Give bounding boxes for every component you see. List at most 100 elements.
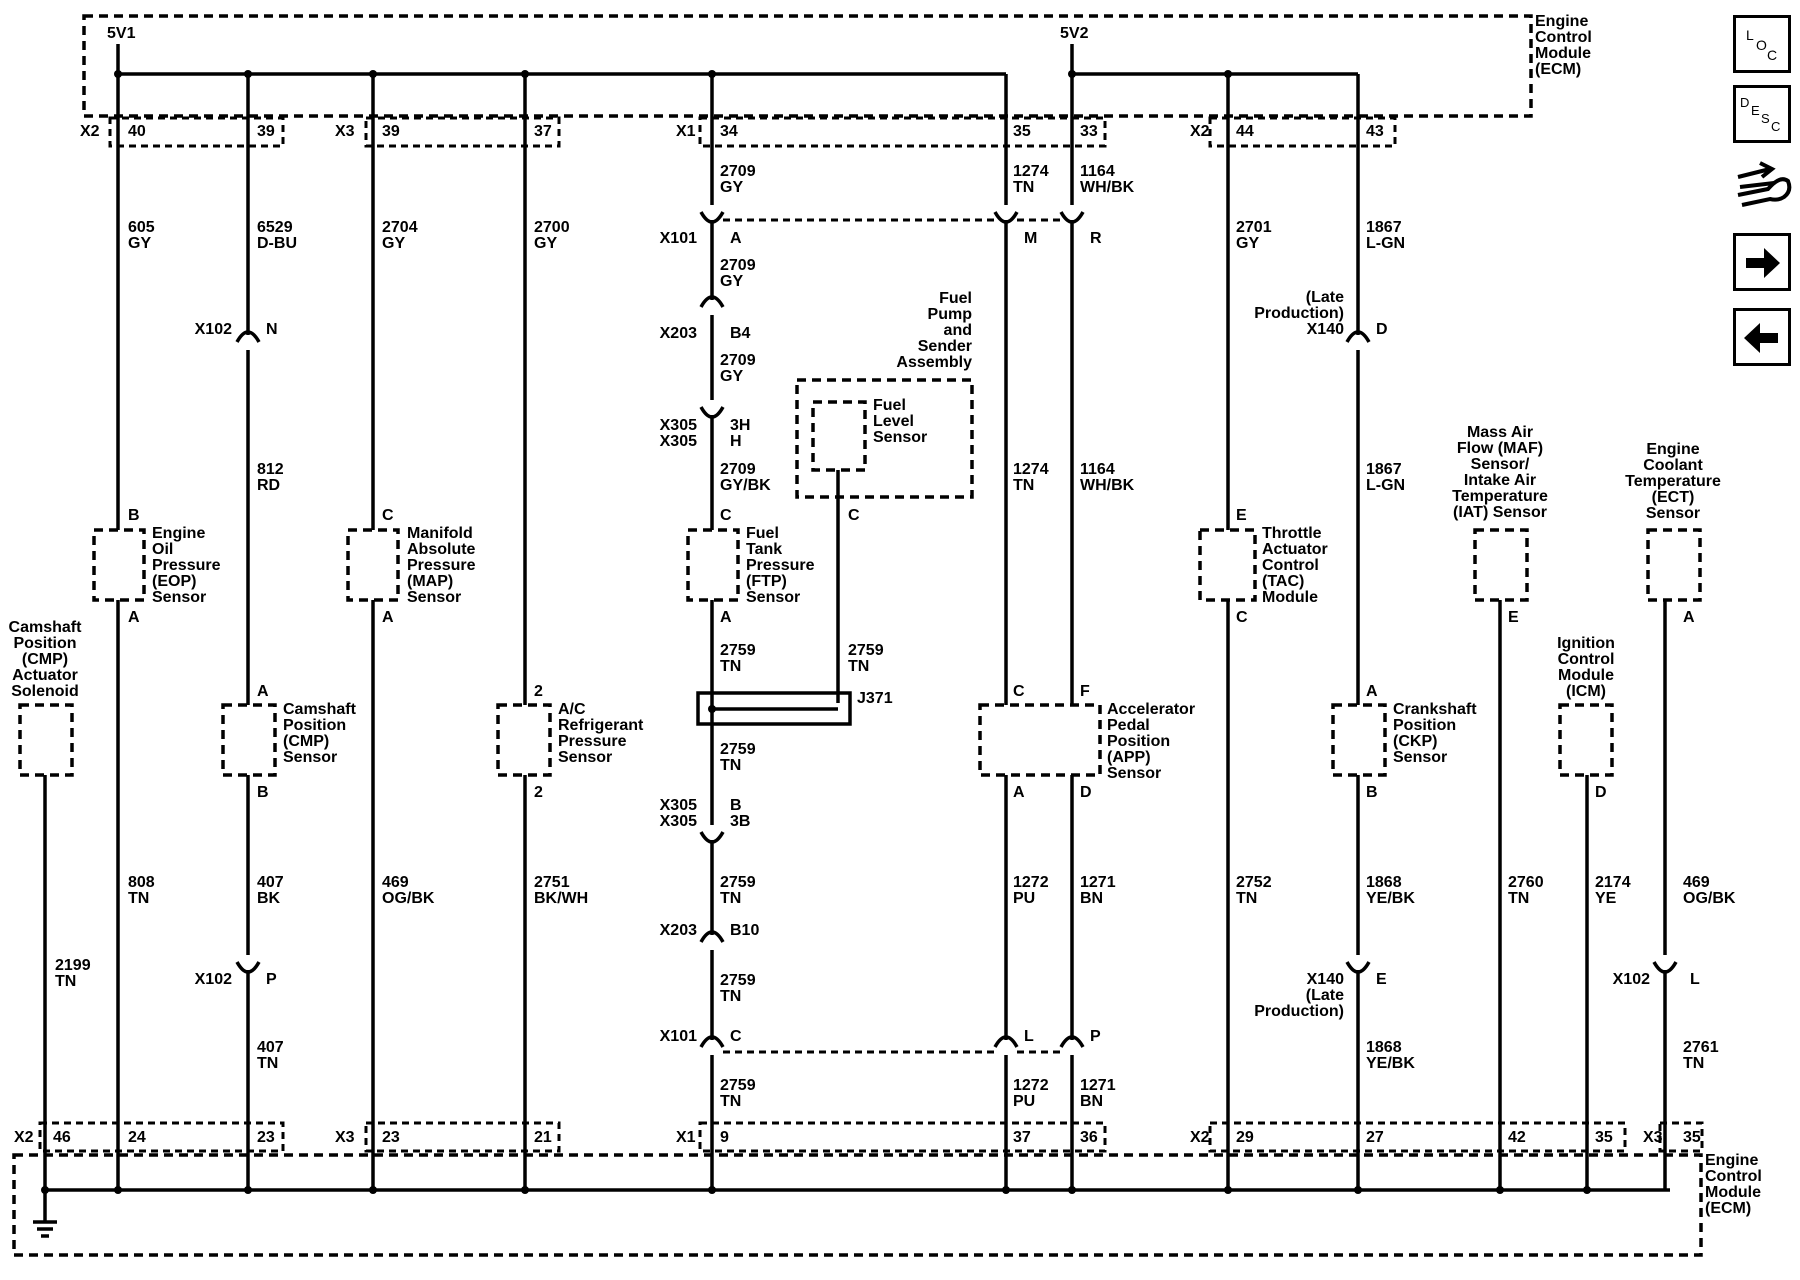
inline-connector-label: (Late <box>1306 289 1344 306</box>
eop-sensor-box <box>92 528 146 602</box>
wire-color-label: BK <box>257 890 281 907</box>
inline-connectors <box>235 211 1678 1054</box>
ground-symbol <box>33 1190 57 1238</box>
wire-circuit-label: 6529 <box>257 219 293 236</box>
ckp-label: (CKP) <box>1393 733 1437 750</box>
maf-label: Mass Air <box>1467 424 1533 441</box>
app-sensor-box <box>978 703 1102 777</box>
inline-connector-label: P <box>1090 1028 1101 1045</box>
inline-connector-label: Production) <box>1254 1003 1344 1020</box>
component-pin-label: A <box>382 609 394 626</box>
wire-circuit-label: 2761 <box>1683 1039 1719 1056</box>
inline-connector-label: H <box>730 433 742 450</box>
ftp-label: (FTP) <box>746 573 787 590</box>
connector-id-label: X1 <box>676 1129 696 1146</box>
wire-circuit-label: 2759 <box>720 874 756 891</box>
wire-color-label: BN <box>1080 1093 1103 1110</box>
wire-color-label: RD <box>257 477 280 494</box>
inline-connector-label: 3H <box>730 417 750 434</box>
pin-label: 23 <box>382 1129 400 1146</box>
wire-circuit-label: 2709 <box>720 163 756 180</box>
wire-color-label: GY <box>720 368 743 385</box>
desc-icon[interactable]: D E S C <box>1733 85 1791 143</box>
svg-text:O: O <box>1756 37 1767 53</box>
wire-circuit-label: 2759 <box>848 642 884 659</box>
inline-connector-label: X102 <box>195 971 232 988</box>
pin-label: 44 <box>1236 123 1254 140</box>
map-label: Pressure <box>407 557 476 574</box>
svg-text:C: C <box>1767 47 1777 63</box>
wire-color-label: TN <box>1236 890 1257 907</box>
fuel_level-label: Level <box>873 413 914 430</box>
ac_pressure-label: Pressure <box>558 733 627 750</box>
supply-5v1-label: 5V1 <box>107 25 136 42</box>
wire-circuit-label: 605 <box>128 219 155 236</box>
inline-connector-label: X305 <box>660 813 697 830</box>
maf-label: Intake Air <box>1464 472 1536 489</box>
pin-label: 24 <box>128 1129 146 1146</box>
icm-label: Ignition <box>1557 635 1615 652</box>
wire-color-label: GY/BK <box>720 477 771 494</box>
top-connector-frames <box>38 116 1704 1153</box>
ac-pressure-box <box>496 703 552 777</box>
wire-color-label: TN <box>1508 890 1529 907</box>
arrow-left-glyph <box>1744 323 1778 353</box>
fuel_level-label: Fuel <box>873 397 906 414</box>
eop-label: Pressure <box>152 557 221 574</box>
ect-label: Coolant <box>1643 457 1703 474</box>
wire-circuit-label: 2759 <box>720 642 756 659</box>
loc-icon[interactable]: L O C <box>1733 15 1791 73</box>
fuel_pump-label: and <box>944 322 972 339</box>
tac-label: Control <box>1262 557 1319 574</box>
arrow-left-icon[interactable] <box>1733 308 1791 366</box>
wire-circuit-label: 1868 <box>1366 874 1402 891</box>
svg-text:L: L <box>1746 27 1754 43</box>
wire-circuit-label: 2199 <box>55 957 91 974</box>
tac-label: Actuator <box>1262 541 1328 558</box>
inline-connector-label: B4 <box>730 325 751 342</box>
connector-id-label: X3 <box>335 1129 355 1146</box>
wire-color-label: TN <box>1013 179 1034 196</box>
inline-connector-label: N <box>266 321 278 338</box>
component-pin-label: C <box>1013 683 1025 700</box>
wire-color-label: GY <box>720 179 743 196</box>
ecm-label: Module <box>1535 45 1591 62</box>
fuel-level-box <box>811 400 867 472</box>
pin-label: 21 <box>534 1129 552 1146</box>
pin-label: 37 <box>1013 1129 1031 1146</box>
wire-circuit-label: 1867 <box>1366 219 1402 236</box>
inline-connector-label: X305 <box>660 433 697 450</box>
map-sensor-box <box>346 528 400 602</box>
wire-color-label: TN <box>257 1055 278 1072</box>
cmp_actuator-label: Position <box>13 635 76 652</box>
cmp_sensor-label: (CMP) <box>283 733 329 750</box>
ecm-label: Control <box>1705 1168 1762 1185</box>
component-pin-label: A <box>128 609 140 626</box>
inline-connector-label: P <box>266 971 277 988</box>
wire-circuit-label: 2760 <box>1508 874 1544 891</box>
supply-5v2-label: 5V2 <box>1060 25 1089 42</box>
connector-id-label: X1 <box>676 123 696 140</box>
cmp_sensor-label: Position <box>283 717 346 734</box>
icm-label: Module <box>1558 667 1614 684</box>
wire-circuit-label: 469 <box>382 874 409 891</box>
eop-label: Sensor <box>152 589 206 606</box>
connector-id-label: X2 <box>1190 123 1210 140</box>
wire-circuit-label: 2752 <box>1236 874 1272 891</box>
wire-color-label: GY <box>382 235 405 252</box>
wire-color-label: OG/BK <box>1683 890 1736 907</box>
pin-label: 9 <box>720 1129 729 1146</box>
repair-icon[interactable] <box>1730 155 1794 215</box>
fuel_pump-label: Pump <box>928 306 973 323</box>
pin-label: 35 <box>1013 123 1031 140</box>
map-label: (MAP) <box>407 573 453 590</box>
wire-circuit-label: 407 <box>257 874 284 891</box>
wire-circuit-label: 2709 <box>720 257 756 274</box>
pin-label: 39 <box>382 123 400 140</box>
ecm-label: Engine <box>1535 13 1588 30</box>
cmp_sensor-label: Camshaft <box>283 701 357 718</box>
inline-connector-label: L <box>1690 971 1700 988</box>
arrow-right-icon[interactable] <box>1733 233 1791 291</box>
inline-connector-label: X101 <box>660 1028 697 1045</box>
app-label: Pedal <box>1107 717 1150 734</box>
